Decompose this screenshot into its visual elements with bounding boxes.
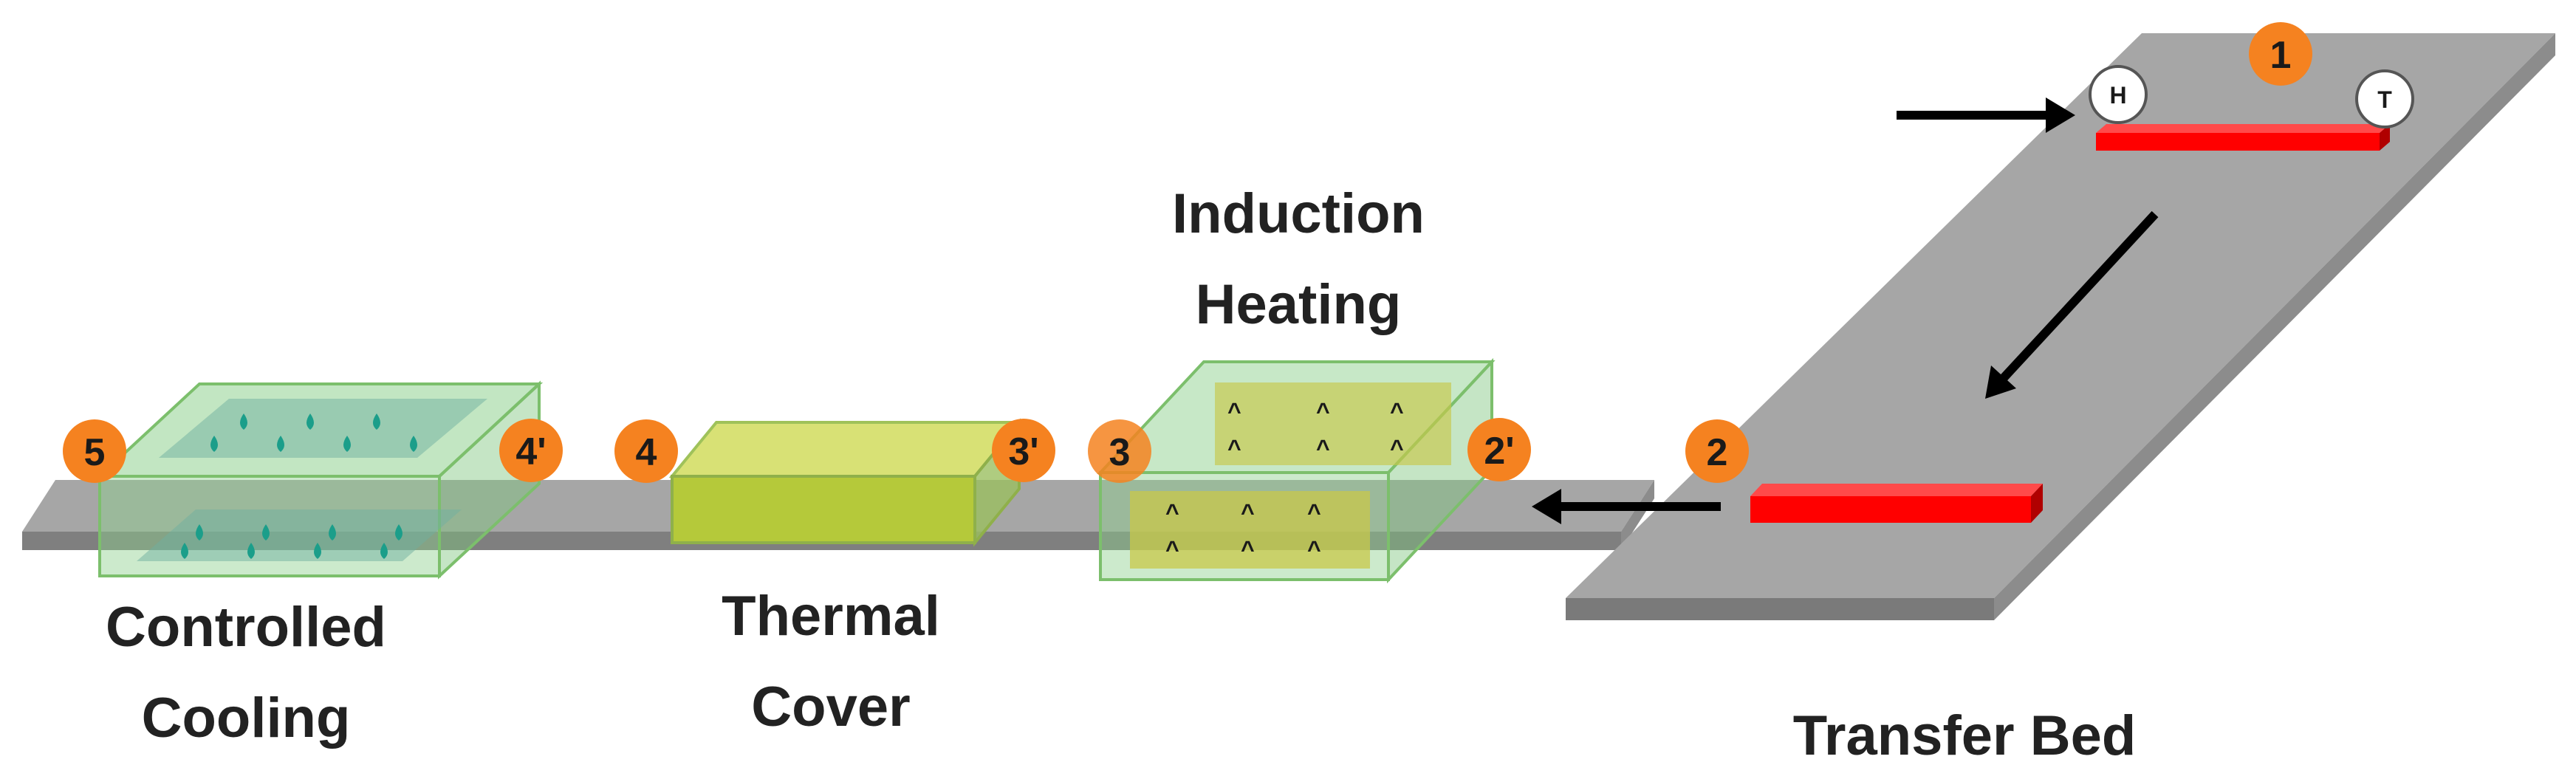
heat-symbol: ^ — [1390, 398, 1404, 425]
marker-3: 3 — [1088, 419, 1151, 483]
label-transfer-bed: Transfer Bed — [1793, 704, 2137, 767]
marker-2: 2 — [1685, 419, 1749, 483]
heat-symbol: ^ — [1316, 398, 1330, 425]
discharge-arrow — [1532, 489, 1721, 524]
marker-2-prime: 2' — [1467, 418, 1531, 481]
heat-symbol: ^ — [1390, 435, 1404, 461]
thermal-cover-box — [668, 418, 1023, 547]
tail-end-circle: T — [2355, 69, 2414, 128]
label-heating: Heating — [1196, 273, 1402, 336]
label-cooling: Cooling — [142, 687, 351, 749]
head-end-circle: H — [2089, 65, 2148, 124]
marker-3-label: 3 — [1109, 431, 1131, 474]
transfer-arrow — [1985, 210, 2159, 399]
heat-symbol: ^ — [1307, 499, 1321, 526]
marker-3-prime-label: 3' — [1008, 430, 1038, 473]
label-controlled: Controlled — [106, 596, 386, 659]
heat-symbol: ^ — [1241, 536, 1255, 563]
heat-symbol: ^ — [1227, 398, 1241, 425]
heat-symbol: ^ — [1227, 435, 1241, 461]
marker-4-prime-label: 4' — [515, 430, 546, 473]
marker-2-label: 2 — [1707, 431, 1728, 474]
label-thermal: Thermal — [722, 585, 940, 648]
bar-position-1 — [2096, 124, 2390, 151]
heat-symbol: ^ — [1307, 536, 1321, 563]
marker-4-prime: 4' — [499, 419, 563, 482]
marker-3-prime: 3' — [992, 419, 1055, 482]
heat-symbol: ^ — [1165, 536, 1179, 563]
heat-symbol: ^ — [1165, 499, 1179, 526]
label-cover: Cover — [751, 676, 910, 738]
label-induction: Induction — [1172, 182, 1425, 245]
marker-1: 1 — [2249, 22, 2312, 86]
marker-5-label: 5 — [84, 431, 106, 474]
cooling-box — [95, 380, 544, 580]
water-drop-icon — [181, 413, 417, 559]
marker-2-prime-label: 2' — [1484, 430, 1514, 473]
induction-heating-box: ^ ^ ^ ^ ^ ^ ^ ^ ^ ^ ^ ^ — [1097, 357, 1496, 584]
marker-4: 4 — [614, 419, 678, 483]
heat-symbol: ^ — [1241, 499, 1255, 526]
head-end-label: H — [2109, 82, 2126, 109]
marker-1-label: 1 — [2270, 34, 2292, 77]
bar-position-2 — [1750, 484, 2043, 523]
marker-4-label: 4 — [636, 431, 657, 474]
tail-end-label: T — [2377, 86, 2392, 113]
heat-symbol: ^ — [1316, 435, 1330, 461]
entry-arrow — [1897, 97, 2075, 133]
marker-5: 5 — [63, 419, 126, 483]
